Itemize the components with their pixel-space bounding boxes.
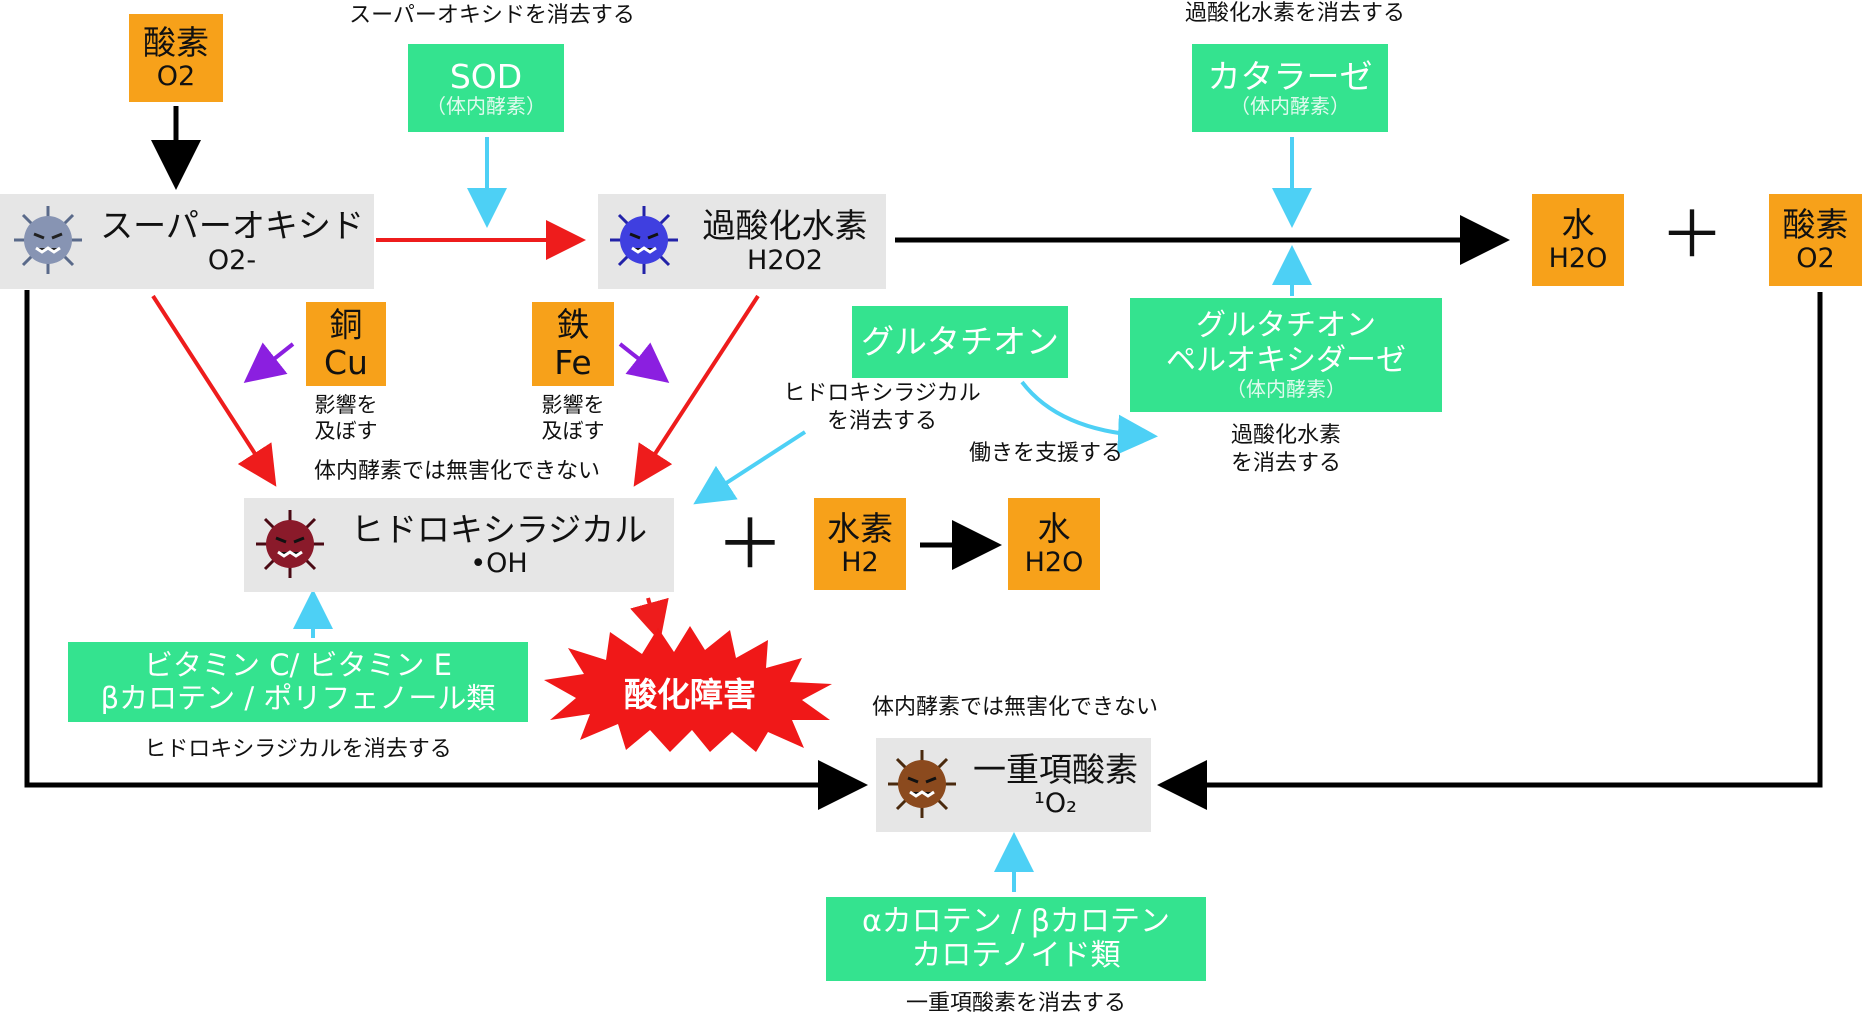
oxygen-right-formula: O2 <box>1796 243 1835 275</box>
glutathione-box: グルタチオン <box>852 306 1068 378</box>
iron-name: 鉄 <box>556 305 590 345</box>
vitamins-line1: ビタミン C/ ビタミン E <box>144 647 452 682</box>
superoxide-formula: O2- <box>207 244 257 276</box>
copper-name: 銅 <box>329 305 363 345</box>
oxygen-top-box: 酸素 O2 <box>129 14 223 102</box>
singlet-oxygen-formula: ¹O₂ <box>1034 788 1077 820</box>
glutathione-support-label: 働きを支援する <box>968 441 1123 466</box>
cannot-neutralize-label-2: 体内酵素では無害化できない <box>871 695 1158 720</box>
hydrogen-peroxide-formula: H2O2 <box>747 244 823 276</box>
gpx-name-line2: ペルオキシダーゼ <box>1166 342 1406 378</box>
iron-box: 鉄 Fe <box>532 302 614 386</box>
virus-maroon-icon <box>256 510 324 578</box>
carotenes-line1: αカロテン / βカロテン <box>861 903 1171 939</box>
copper-box: 銅 Cu <box>306 302 386 386</box>
gpx-note: （体内酵素） <box>1226 377 1346 401</box>
vitamins-caption: ヒドロキシラジカルを消去する <box>144 737 452 762</box>
glutathione-peroxidase-box: グルタチオン ペルオキシダーゼ （体内酵素） <box>1130 298 1442 412</box>
water-middle-name: 水 <box>1037 508 1071 548</box>
arrow-iron-effect <box>618 342 670 383</box>
hydroxyl-formula: •OH <box>470 548 528 580</box>
arrow-peroxide-to-hydroxyl <box>633 294 760 487</box>
iron-symbol: Fe <box>554 343 592 382</box>
copper-caption: 影響を 及ぼす <box>314 393 378 444</box>
gpx-caption: 過酸化水素 を消去する <box>1230 423 1341 476</box>
catalase-caption: 過酸化水素を消去する <box>1184 1 1405 26</box>
glutathione-caption: ヒドロキシラジカル を消去する <box>783 381 981 434</box>
superoxide-box: スーパーオキシド O2- <box>0 194 374 289</box>
gpx-name-line1: グルタチオン <box>1196 308 1376 343</box>
glutathione-name: グルタチオン <box>861 322 1059 362</box>
singlet-oxygen-name: 一重項酸素 <box>973 749 1138 789</box>
copper-symbol: Cu <box>324 343 368 382</box>
water-middle-box: 水 H2O <box>1008 498 1100 590</box>
arrow-oxygen-to-singlet <box>1157 292 1823 810</box>
catalase-name: カタラーゼ <box>1207 56 1373 96</box>
virus-gray-icon <box>14 206 82 274</box>
sod-name: SOD <box>449 56 523 96</box>
hydrogen-name: 水素 <box>827 508 893 548</box>
hydroxyl-name: ヒドロキシラジカル <box>350 509 648 549</box>
water-right-box: 水 H2O <box>1532 194 1624 286</box>
vitamins-box: ビタミン C/ ビタミン E βカロテン / ポリフェノール類 <box>68 642 528 722</box>
catalase-box: カタラーゼ （体内酵素） <box>1192 44 1388 132</box>
virus-blue-icon <box>610 206 678 274</box>
vitamins-line2: βカロテン / ポリフェノール類 <box>100 681 496 715</box>
arrow-hydroxyl-to-damage <box>630 597 669 642</box>
oxygen-top-name: 酸素 <box>143 22 209 62</box>
oxygen-right-name: 酸素 <box>1782 204 1849 244</box>
arrow-superoxide-to-hydroxyl <box>151 294 277 487</box>
water-middle-formula: H2O <box>1024 547 1084 579</box>
sod-caption: スーパーオキシドを消去する <box>349 3 635 28</box>
superoxide-name: スーパーオキシド <box>100 206 364 245</box>
cannot-neutralize-label-1: 体内酵素では無害化できない <box>313 459 600 484</box>
iron-caption: 影響を 及ぼす <box>541 393 605 444</box>
oxygen-right-box: 酸素 O2 <box>1769 194 1862 286</box>
hydrogen-box: 水素 H2 <box>814 498 906 590</box>
arrow-superoxide-to-singlet <box>24 290 868 810</box>
oxidative-damage-label: 酸化障害 <box>624 675 756 714</box>
sod-box: SOD （体内酵素） <box>408 44 564 132</box>
water-right-formula: H2O <box>1548 243 1608 275</box>
hydrogen-formula: H2 <box>841 547 879 579</box>
plus-sign-right: ＋ <box>1660 199 1724 273</box>
catalase-note: （体内酵素） <box>1230 94 1350 119</box>
virus-brown-icon <box>888 750 956 818</box>
hydrogen-peroxide-name: 過酸化水素 <box>702 206 868 245</box>
carotenes-line2: カロテノイド類 <box>911 938 1121 973</box>
oxygen-top-formula: O2 <box>156 61 196 93</box>
arrow-glutathione-to-gpx <box>1020 380 1158 455</box>
arrow-copper-effect <box>243 342 295 383</box>
explosion-burst-icon <box>544 626 832 752</box>
carotenes-box: αカロテン / βカロテン カロテノイド類 <box>826 897 1206 981</box>
carotenes-caption: 一重項酸素を消去する <box>905 991 1126 1016</box>
sod-note: （体内酵素） <box>426 94 546 119</box>
water-right-name: 水 <box>1561 204 1595 244</box>
plus-sign-middle: ＋ <box>716 506 785 585</box>
arrow-glutathione-to-hydroxyl <box>693 430 807 505</box>
